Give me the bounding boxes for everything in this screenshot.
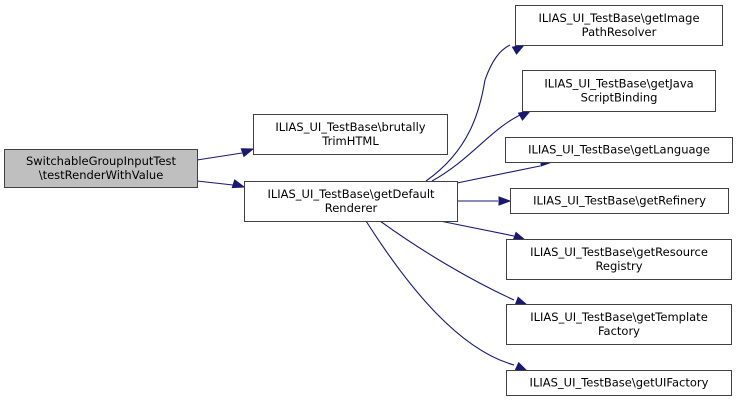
edge-line [439, 220, 515, 237]
arrowhead-icon [231, 179, 246, 189]
arrowhead-icon [514, 296, 529, 306]
node-label-line: ILIAS_UI_TestBase\getResource [530, 245, 708, 259]
node-label-line: Renderer [325, 201, 378, 215]
edge-root-to-getDefaultRenderer [196, 179, 246, 189]
node-label-line: ILIAS_UI_TestBase\brutally [275, 120, 425, 134]
node-label-line: ILIAS_UI_TestBase\getRefinery [533, 194, 706, 208]
arrowhead-icon [511, 44, 526, 55]
node-box[interactable] [505, 137, 733, 163]
node-box[interactable] [522, 70, 716, 112]
node-getLanguage[interactable]: ILIAS_UI_TestBase\getLanguage [505, 137, 733, 163]
node-box[interactable] [515, 5, 723, 46]
nodes-layer: SwitchableGroupInputTest\testRenderWithV… [4, 5, 733, 396]
node-label-line: ILIAS_UI_TestBase\getDefault [267, 187, 435, 201]
node-label-line: ILIAS_UI_TestBase\getLanguage [528, 143, 710, 157]
node-label-line: ILIAS_UI_TestBase\getUIFactory [530, 376, 709, 390]
node-label-line: \testRenderWithValue [39, 168, 164, 182]
node-label-line: SwitchableGroupInputTest [26, 154, 177, 168]
arrowhead-icon [512, 231, 527, 241]
node-box[interactable] [506, 304, 732, 345]
node-label-line: ILIAS_UI_TestBase\getImage [538, 11, 699, 25]
edge-line [456, 165, 541, 184]
edge-getDefaultRenderer-to-getJavaScriptBinding [431, 110, 532, 182]
edge-getDefaultRenderer-to-getUIFactory [365, 220, 529, 372]
node-label-line: TrimHTML [321, 134, 379, 148]
edge-line [196, 180, 234, 186]
edge-getDefaultRenderer-to-getRefinery [457, 196, 512, 206]
node-getRefinery[interactable]: ILIAS_UI_TestBase\getRefinery [510, 188, 729, 214]
node-label-line: PathResolver [582, 25, 657, 39]
edge-line [431, 114, 521, 182]
edge-getDefaultRenderer-to-getImagePathResolver [425, 44, 526, 182]
edge-line [196, 152, 243, 161]
node-getUIFactory[interactable]: ILIAS_UI_TestBase\getUIFactory [506, 370, 732, 396]
edge-getDefaultRenderer-to-getResourceRegistry [439, 220, 527, 241]
arrowhead-icon [514, 361, 529, 372]
node-box[interactable] [4, 149, 198, 188]
node-box[interactable] [506, 239, 732, 280]
arrowhead-icon [498, 196, 512, 206]
node-label-line: ILIAS_UI_TestBase\getJava [544, 77, 693, 91]
edge-line [365, 220, 515, 366]
edges-layer [196, 44, 554, 372]
node-box[interactable] [510, 188, 729, 214]
node-label-line: ILIAS_UI_TestBase\getTemplate [530, 310, 708, 324]
edge-line [379, 220, 515, 301]
edge-line [425, 44, 511, 182]
node-root[interactable]: SwitchableGroupInputTest\testRenderWithV… [4, 149, 198, 188]
node-box[interactable] [506, 370, 732, 396]
arrowhead-icon [240, 148, 255, 158]
node-box[interactable] [244, 181, 458, 222]
arrowhead-icon [517, 110, 532, 121]
node-label-line: ScriptBinding [581, 91, 658, 105]
node-label-line: Factory [598, 324, 640, 338]
edge-root-to-brutallyTrimHTML [196, 148, 255, 161]
node-label-line: Registry [595, 259, 642, 273]
node-box[interactable] [253, 114, 448, 155]
edge-getDefaultRenderer-to-getTemplateFactory [379, 220, 529, 306]
